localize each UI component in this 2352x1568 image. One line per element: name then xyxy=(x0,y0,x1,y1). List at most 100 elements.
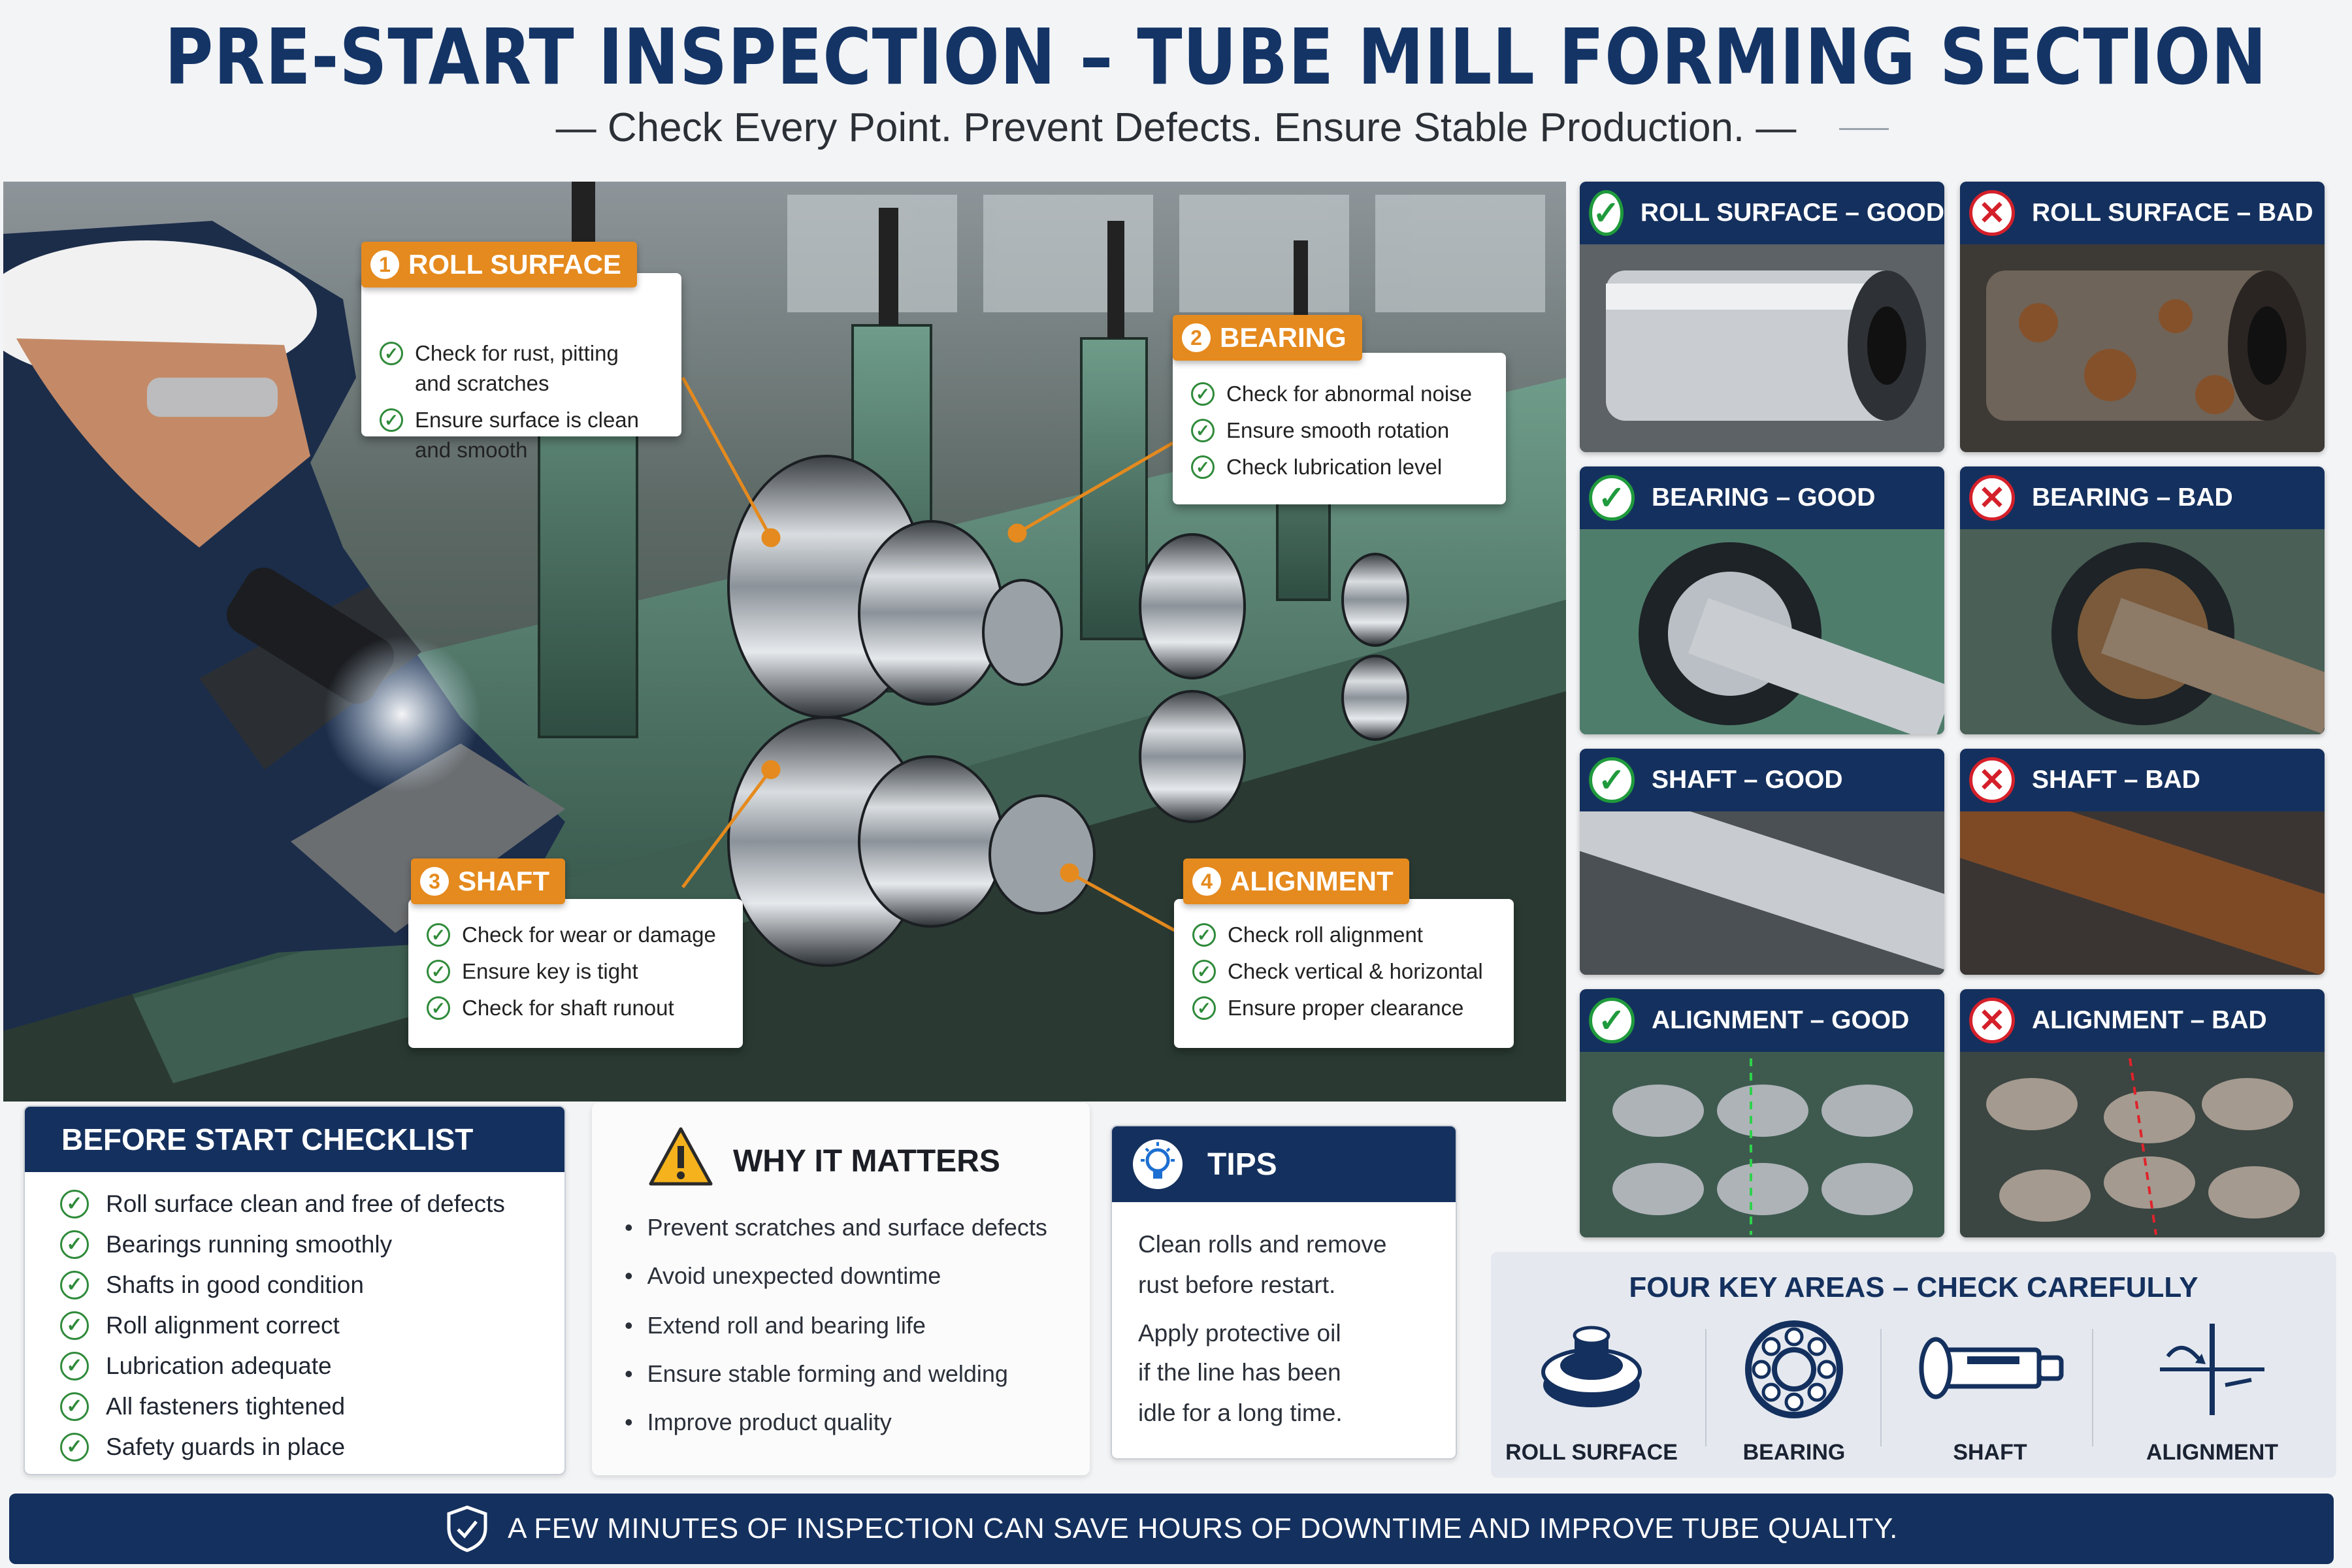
page-title: PRE-START INSPECTION – TUBE MILL FORMING… xyxy=(165,12,2267,102)
check-icon: ✓ xyxy=(60,1271,89,1299)
before-start-checklist: BEFORE START CHECKLIST ✓Roll surface cle… xyxy=(24,1105,566,1475)
check-icon: ✓ xyxy=(60,1433,89,1462)
tip-line: rust before restart. xyxy=(1138,1271,1336,1298)
checklist-item: ✓Roll alignment correct xyxy=(25,1305,564,1346)
tip-line: idle for a long time. xyxy=(1138,1399,1343,1426)
number-badge: 4 xyxy=(1192,867,1221,896)
check-icon: ✓ xyxy=(1589,190,1624,236)
callout-item: ✓Check lubrication level xyxy=(1191,452,1488,482)
checklist-title: BEFORE START CHECKLIST xyxy=(25,1107,564,1172)
tip-line: Apply protective oil xyxy=(1138,1320,1341,1347)
callout-item: ✓Check roll alignment xyxy=(1192,920,1495,950)
check-icon: ✓ xyxy=(60,1352,89,1380)
decorative-dash xyxy=(1839,128,1889,130)
check-icon: ✓ xyxy=(427,923,450,947)
check-icon: ✓ xyxy=(1192,996,1216,1020)
comparison-shaft-bad: ✕SHAFT – BAD xyxy=(1960,749,2325,975)
alignment-good-photo xyxy=(1580,1052,1944,1237)
callout-bearing: ✓Check for abnormal noise ✓Ensure smooth… xyxy=(1173,353,1506,504)
close-icon: ✕ xyxy=(1969,998,2015,1043)
roll-surface-good-photo xyxy=(1580,244,1944,452)
comparison-bearing-good: ✓BEARING – GOOD xyxy=(1580,466,1944,734)
check-icon: ✓ xyxy=(60,1311,89,1340)
checklist-item: ✓Lubrication adequate xyxy=(25,1346,564,1386)
check-icon: ✓ xyxy=(60,1190,89,1218)
comparison-roll-surface-good: ✓ROLL SURFACE – GOOD xyxy=(1580,182,1944,452)
shaft-good-photo xyxy=(1580,811,1944,975)
key-area-roll-surface: ROLL SURFACE xyxy=(1504,1317,1679,1465)
tip-line: Clean rolls and remove xyxy=(1138,1231,1387,1258)
shaft-icon xyxy=(1919,1337,2064,1399)
four-key-areas: FOUR KEY AREAS – CHECK CAREFULLY ROLL SU… xyxy=(1491,1252,2336,1478)
close-icon: ✕ xyxy=(1969,475,2015,521)
check-icon: ✓ xyxy=(60,1230,89,1259)
comparison-bearing-bad: ✕BEARING – BAD xyxy=(1960,466,2325,734)
callout-item: ✓Check for rust, pitting and scratches xyxy=(380,338,663,399)
number-badge: 1 xyxy=(370,250,399,279)
check-icon: ✓ xyxy=(427,960,450,983)
divider xyxy=(2092,1329,2093,1446)
check-icon: ✓ xyxy=(380,342,403,365)
why-item: Ensure stable forming and welding xyxy=(625,1360,1008,1388)
callout-alignment: ✓Check roll alignment ✓Check vertical & … xyxy=(1174,899,1514,1048)
key-area-alignment: ALIGNMENT xyxy=(2125,1317,2300,1465)
number-badge: 3 xyxy=(420,867,449,896)
callout-leader-lines xyxy=(681,376,1181,935)
check-icon: ✓ xyxy=(427,996,450,1020)
checklist-item: ✓Shafts in good condition xyxy=(25,1265,564,1305)
page-subtitle: — Check Every Point. Prevent Defects. En… xyxy=(555,105,1797,150)
check-icon: ✓ xyxy=(1192,960,1216,983)
why-title: WHY IT MATTERS xyxy=(733,1144,1000,1179)
divider xyxy=(1705,1329,1707,1446)
warning-icon xyxy=(649,1127,713,1186)
check-icon: ✓ xyxy=(1191,419,1215,442)
key-area-bearing: BEARING xyxy=(1707,1317,1882,1465)
alignment-bad-photo xyxy=(1960,1052,2325,1237)
check-icon: ✓ xyxy=(1589,475,1635,521)
bearing-bad-photo xyxy=(1960,529,2325,734)
roll-surface-bad-photo xyxy=(1960,244,2325,452)
why-item: Avoid unexpected downtime xyxy=(625,1262,941,1290)
tip-line: if the line has been xyxy=(1138,1359,1341,1386)
number-badge: 2 xyxy=(1182,323,1211,352)
callout-item: ✓Check vertical & horizontal xyxy=(1192,956,1495,987)
bearing-icon xyxy=(1745,1320,1843,1418)
check-icon: ✓ xyxy=(1192,923,1216,947)
callout-item: ✓Check for wear or damage xyxy=(427,920,725,950)
comparison-roll-surface-bad: ✕ROLL SURFACE – BAD xyxy=(1960,182,2325,452)
callout-item: ✓Check for abnormal noise xyxy=(1191,379,1488,409)
why-item: Prevent scratches and surface defects xyxy=(625,1214,1047,1241)
shaft-bad-photo xyxy=(1960,811,2325,975)
close-icon: ✕ xyxy=(1969,190,2015,236)
check-icon: ✓ xyxy=(1191,455,1215,479)
check-icon: ✓ xyxy=(1191,382,1215,406)
bearing-good-photo xyxy=(1580,529,1944,734)
callout-item: ✓Ensure smooth rotation xyxy=(1191,416,1488,446)
tips-panel: TIPS Clean rolls and remove rust before … xyxy=(1111,1125,1457,1460)
why-item: Extend roll and bearing life xyxy=(625,1312,926,1339)
callout-shaft: ✓Check for wear or damage ✓Ensure key is… xyxy=(408,899,743,1048)
close-icon: ✕ xyxy=(1969,757,2015,803)
checklist-item: ✓Bearings running smoothly xyxy=(25,1224,564,1265)
checklist-item: ✓Roll surface clean and free of defects xyxy=(25,1184,564,1224)
tips-title: TIPS xyxy=(1207,1147,1277,1182)
why-item: Improve product quality xyxy=(625,1409,892,1436)
callout-item: ✓Ensure surface is clean and smooth xyxy=(380,405,663,465)
banner-text: A FEW MINUTES OF INSPECTION CAN SAVE HOU… xyxy=(508,1512,1898,1544)
comparison-shaft-good: ✓SHAFT – GOOD xyxy=(1580,749,1944,975)
comparison-alignment-bad: ✕ALIGNMENT – BAD xyxy=(1960,989,2325,1237)
check-icon: ✓ xyxy=(1589,998,1635,1043)
key-area-shaft: SHAFT xyxy=(1903,1317,2078,1465)
comparison-alignment-good: ✓ALIGNMENT – GOOD xyxy=(1580,989,1944,1237)
check-icon: ✓ xyxy=(380,408,403,432)
check-icon: ✓ xyxy=(1589,757,1635,803)
divider xyxy=(1880,1329,1882,1446)
check-icon: ✓ xyxy=(60,1392,89,1421)
checklist-item: ✓All fasteners tightened xyxy=(25,1386,564,1427)
key-areas-title: FOUR KEY AREAS – CHECK CAREFULLY xyxy=(1629,1271,2198,1303)
callout-roll-surface: ✓Check for rust, pitting and scratches ✓… xyxy=(361,273,681,462)
